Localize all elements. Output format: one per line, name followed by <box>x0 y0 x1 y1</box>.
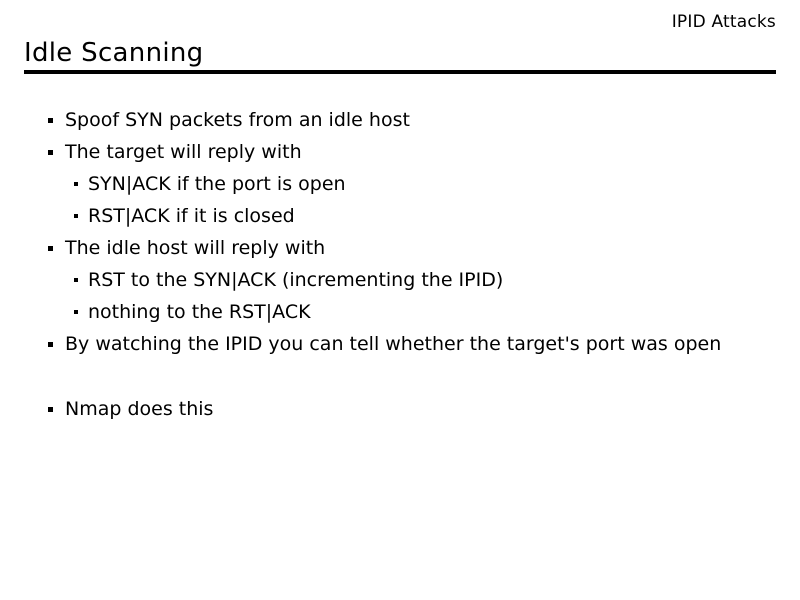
slide-corner-label: IPID Attacks <box>671 12 776 32</box>
bullet-square-icon <box>48 149 53 155</box>
bullet-item: RST to the SYN|ACK (incrementing the IPI… <box>74 264 780 296</box>
bullet-square-icon <box>74 182 78 186</box>
bullet-item: The idle host will reply with <box>48 232 780 264</box>
bullet-text: RST|ACK if it is closed <box>88 204 295 227</box>
bullet-text: The target will reply with <box>65 140 302 163</box>
bullet-item: Spoof SYN packets from an idle host <box>48 104 780 136</box>
bullet-item: nothing to the RST|ACK <box>74 296 780 328</box>
bullet-text: Nmap does this <box>65 397 214 420</box>
bullet-square-icon <box>74 310 78 314</box>
bullet-text: The idle host will reply with <box>65 236 326 259</box>
bullet-square-icon <box>48 245 53 251</box>
bullet-item: The target will reply with <box>48 136 780 168</box>
bullet-text: By watching the IPID you can tell whethe… <box>65 332 722 355</box>
bullet-text: nothing to the RST|ACK <box>88 300 311 323</box>
bullet-text: Spoof SYN packets from an idle host <box>65 108 410 131</box>
bullet-item: RST|ACK if it is closed <box>74 200 780 232</box>
bullet-item: By watching the IPID you can tell whethe… <box>48 328 780 360</box>
bullet-item: Nmap does this <box>48 393 780 425</box>
bullet-square-icon <box>74 214 78 218</box>
bullet-square-icon <box>74 278 78 282</box>
bullet-square-icon <box>48 406 53 412</box>
bullet-square-icon <box>48 117 53 123</box>
title-underline-rule <box>24 70 776 74</box>
slide-title: Idle Scanning <box>24 38 204 68</box>
bullet-square-icon <box>48 341 53 347</box>
bullet-list: Spoof SYN packets from an idle host The … <box>48 104 780 425</box>
bullet-text: RST to the SYN|ACK (incrementing the IPI… <box>88 268 504 291</box>
bullet-text: SYN|ACK if the port is open <box>88 172 346 195</box>
bullet-item: SYN|ACK if the port is open <box>74 168 780 200</box>
